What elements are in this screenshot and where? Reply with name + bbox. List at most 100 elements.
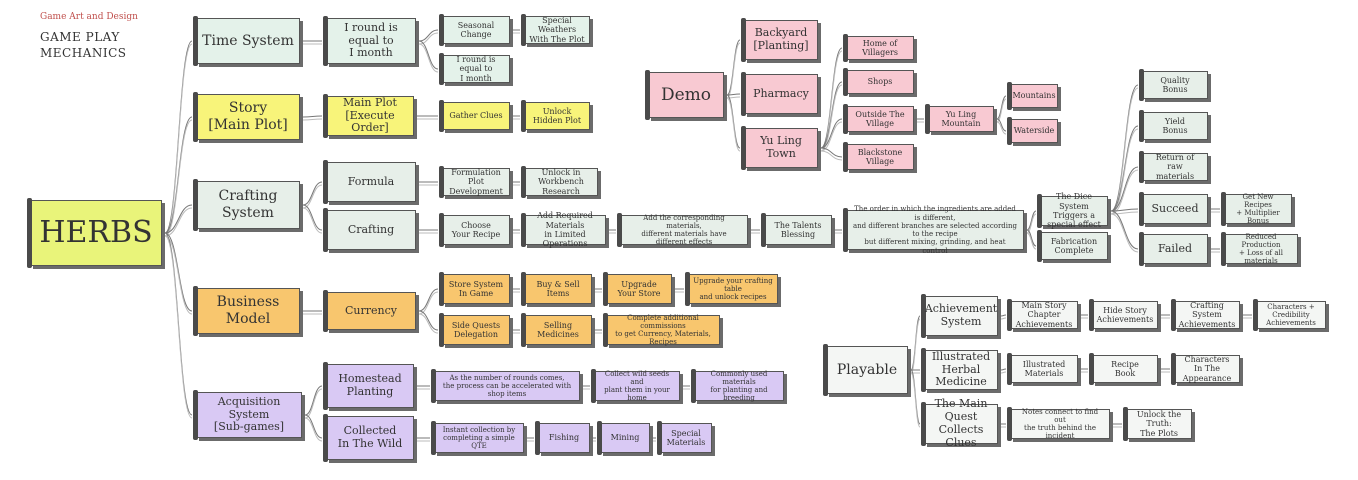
connector [1026, 213, 1037, 234]
connector [418, 288, 439, 312]
connector [820, 84, 843, 152]
node-dice-system: The Dice System Triggers a special effec… [1037, 192, 1108, 229]
node-business-model: Business Model [193, 286, 300, 336]
connector [302, 204, 323, 231]
node-home-villagers: Home of Villagers [843, 34, 914, 62]
node-main-quest-clues: The Main Quest Collects Clues [921, 397, 998, 449]
node-one-round-small: I round is equal to I month [439, 53, 510, 85]
connector [1026, 232, 1037, 250]
connector [302, 118, 323, 121]
connector [302, 181, 323, 206]
diagram-title: GAME PLAY MECHANICS [40, 30, 127, 61]
connector [418, 40, 439, 70]
node-formulation: Formulation Plot Development [439, 166, 510, 198]
node-succeed: Succeed [1139, 192, 1208, 226]
connector [996, 118, 1007, 132]
node-special-weathers: Special Weathers With The Plot [521, 14, 590, 46]
node-yu-ling-town: Yu Ling Town [741, 126, 818, 170]
connector [910, 318, 921, 374]
node-backyard: Backyard [Planting] [741, 18, 818, 62]
node-crafting-system: Crafting System [193, 179, 300, 231]
connector [164, 204, 193, 234]
connector [820, 121, 843, 152]
node-mountains: Mountains [1007, 82, 1058, 110]
connector [164, 43, 193, 237]
connector [726, 93, 741, 96]
connector [1026, 210, 1037, 231]
connector [820, 118, 843, 149]
node-mining: Mining [597, 421, 650, 455]
connector [820, 147, 843, 158]
node-return-raw: Return of raw materials [1139, 151, 1208, 183]
diagram-kicker: Game Art and Design [40, 12, 138, 22]
connector [996, 95, 1007, 120]
node-add-required: Add Required Materials in Limited Operat… [521, 211, 606, 248]
connector [996, 121, 1007, 135]
node-complete-commissions: Complete additional commissions to get C… [603, 313, 720, 347]
connector [1110, 208, 1139, 212]
node-fabrication: Fabrication Complete [1037, 230, 1108, 262]
node-get-new-recipes: Get New Recipes + Multiplier Bonus [1221, 192, 1292, 226]
connector [1110, 213, 1139, 253]
node-blackstone: Blackstone Village [843, 142, 914, 172]
node-pharmacy: Pharmacy [741, 72, 818, 116]
connector [1110, 166, 1139, 212]
connector [726, 42, 741, 99]
connector [1000, 314, 1007, 317]
node-buy-sell: Buy & Sell Items [521, 272, 592, 306]
node-illustrated-herbal: Illustrated Herbal Medicine [921, 348, 998, 392]
node-add-corresponding: Add the corresponding materials, differe… [617, 213, 748, 247]
node-recipe-book: Recipe Book [1089, 353, 1158, 385]
node-yield-bonus: Yield Bonus [1139, 110, 1208, 142]
node-side-quests: Side Quests Delegation [439, 313, 510, 347]
node-homestead-planting: Homestead Planting [323, 362, 414, 410]
connector [304, 414, 323, 439]
connector [726, 96, 741, 99]
node-reduced-production: Reduced Production + Loss of all materia… [1221, 232, 1298, 266]
connector [164, 235, 193, 419]
connector [164, 232, 193, 312]
node-unlock-workbench: Unlock in Workbench Research [521, 166, 598, 198]
connector [1000, 317, 1007, 320]
node-collected-wild: Collected In The Wild [323, 414, 414, 462]
connector [302, 184, 323, 209]
node-acquisition-system: Acquisition System [Sub-games] [193, 390, 302, 440]
connector [418, 313, 439, 334]
node-common-materials: Commonly used materials for planting and… [691, 369, 784, 403]
node-crafting-achievements: Crafting System Achievements [1171, 299, 1240, 331]
node-waterside: Waterside [1007, 117, 1058, 145]
connector [1110, 210, 1139, 250]
connector [418, 32, 439, 45]
node-notes-connect: Notes connect to find out the truth behi… [1007, 407, 1110, 441]
node-failed: Failed [1139, 232, 1208, 266]
node-upgrade-table: Upgrade your crafting table and unlock r… [685, 272, 778, 306]
connector [726, 97, 741, 152]
connector [304, 388, 323, 419]
connector [910, 372, 921, 428]
node-main-plot: Main Plot [Execute Order] [323, 94, 414, 138]
node-time-system: Time System [193, 16, 300, 66]
node-unlock-hidden-plot: Unlock Hidden Plot [521, 100, 590, 132]
connector [302, 115, 323, 118]
connector [418, 310, 439, 331]
node-shops: Shops [843, 68, 914, 96]
connector [1000, 371, 1007, 374]
node-store-system: Store System In Game [439, 272, 510, 306]
node-rounds-text: As the number of rounds comes, the proce… [431, 369, 580, 403]
node-currency: Currency [323, 290, 416, 332]
connector [304, 385, 323, 416]
node-story: Story [Main Plot] [193, 92, 300, 142]
node-unlock-truth: Unlock the Truth: The Plots [1123, 407, 1192, 441]
node-yu-ling-mountain: Yu Ling Mountain [925, 104, 994, 134]
node-achievement-system: Achievement System [921, 294, 998, 338]
connector [164, 235, 193, 315]
connector [164, 207, 193, 237]
connector [820, 150, 843, 161]
node-playable: Playable [823, 344, 908, 396]
connector [418, 43, 439, 73]
node-collect-seeds: Collect wild seeds and plant them in you… [591, 369, 680, 403]
node-seasonal-change: Seasonal Change [439, 14, 510, 46]
connector [996, 98, 1007, 123]
